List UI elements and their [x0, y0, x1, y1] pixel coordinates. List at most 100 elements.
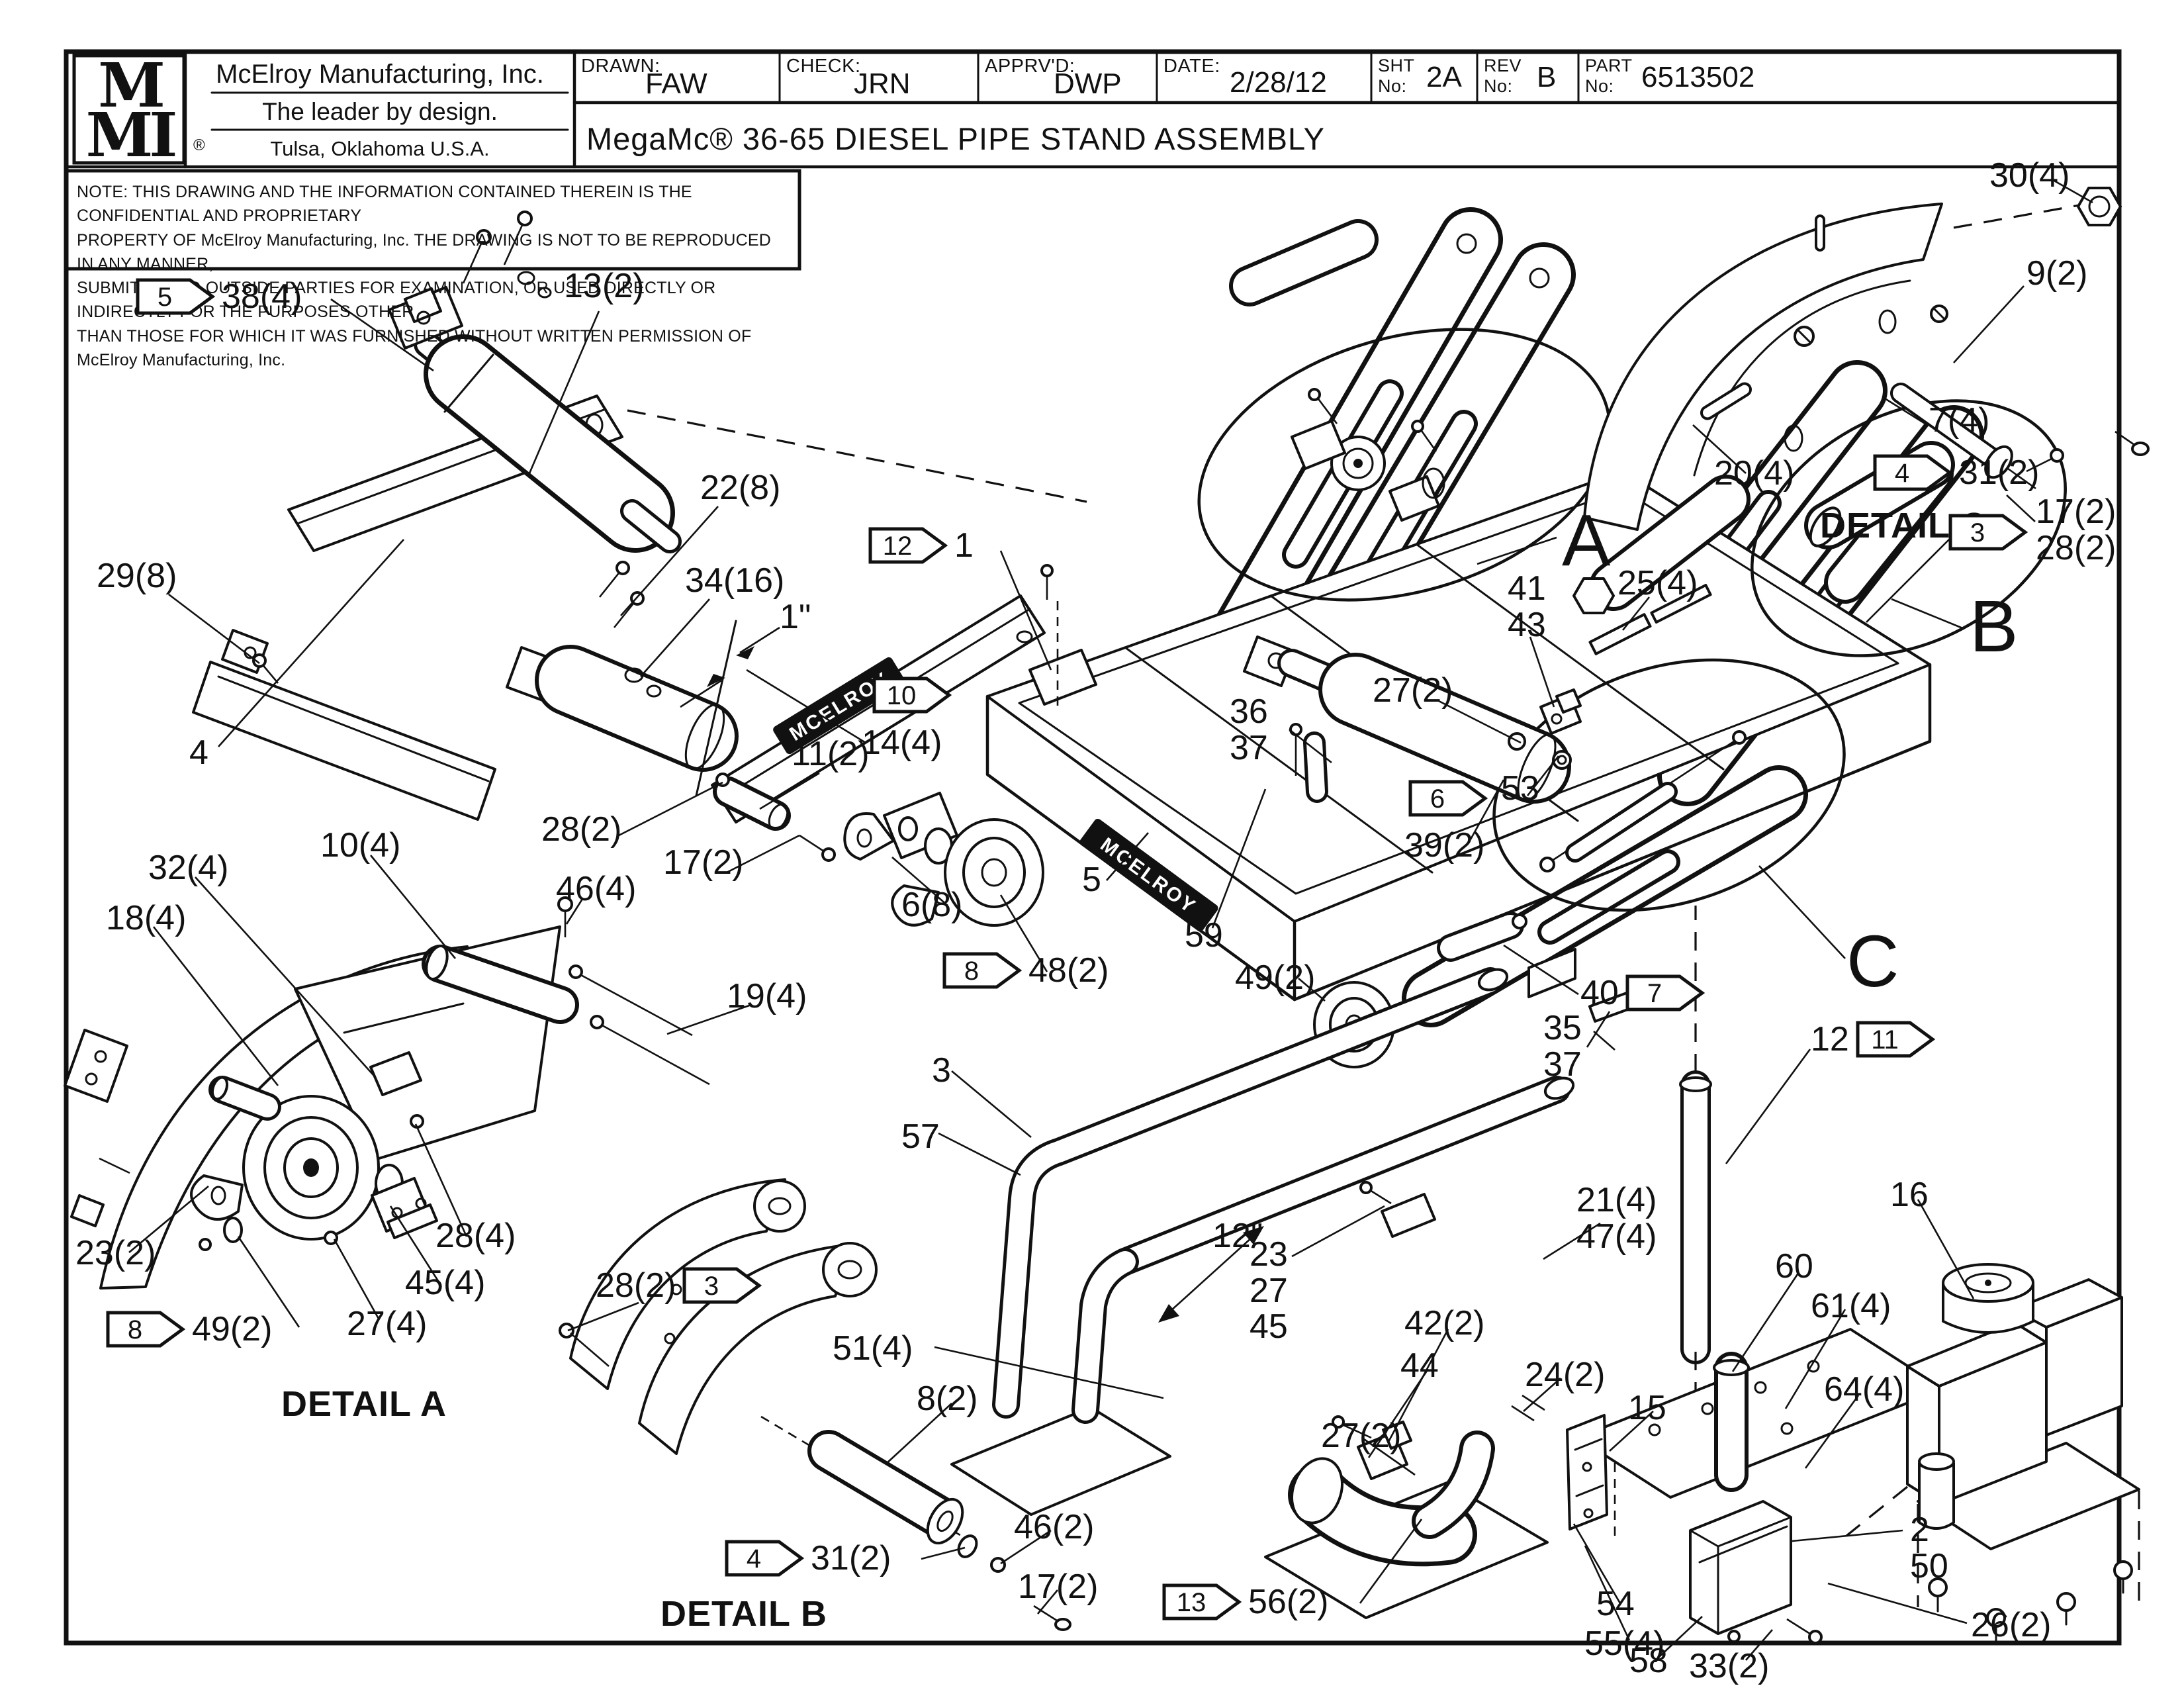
- callout-text: 31(2): [1959, 453, 2040, 492]
- callout-text: B: [1970, 586, 2019, 667]
- svg-text:12: 12: [883, 532, 913, 561]
- callout-text: 6(8): [901, 886, 963, 924]
- company-tagline: The leader by design.: [262, 98, 498, 125]
- callout-text: 22(8): [700, 469, 781, 507]
- leader-lines: [128, 179, 2093, 1661]
- callout-text: 3: [932, 1051, 951, 1090]
- callout-text: 17(2) 28(2): [2036, 492, 2116, 567]
- callout-6: 6: [1408, 780, 1488, 817]
- callout-24-2-: 24(2): [1525, 1357, 1605, 1393]
- callout-text: 31(2): [811, 1538, 891, 1577]
- drawn-value: FAW: [645, 68, 707, 100]
- sht-no-label: SHT No:: [1378, 56, 1415, 97]
- check-label: CHECK:: [786, 56, 861, 77]
- callout-3: 3: [1948, 514, 2028, 551]
- callout-17-2-: 17(2): [663, 845, 743, 881]
- item-flag-10: 10: [872, 677, 952, 714]
- callout-51-4-: 51(4): [833, 1331, 913, 1367]
- callout-text: 8(2): [917, 1380, 978, 1418]
- callout-57: 57: [901, 1119, 940, 1155]
- callout-text: DETAIL A: [281, 1384, 447, 1424]
- callout-41-43: 41 43: [1508, 571, 1546, 643]
- callout-22-8-: 22(8): [700, 470, 780, 506]
- callout-59: 59: [1185, 917, 1223, 954]
- callout-text: 15: [1628, 1389, 1666, 1427]
- apprvd-label: APPRV'D:: [985, 56, 1075, 77]
- callout-text: 55(4): [1584, 1624, 1665, 1663]
- callout-29-8-: 29(8): [97, 558, 177, 594]
- callout-text: 38(4): [222, 277, 302, 316]
- detail-b-assembly: [559, 1178, 1071, 1631]
- item-flag-13: 13: [1162, 1583, 1242, 1620]
- callout-16: 16: [1890, 1177, 1929, 1213]
- callout-36-37: 36 37: [1230, 694, 1268, 766]
- callout-text: 28(4): [435, 1217, 516, 1255]
- callout-text: 18(4): [106, 899, 187, 937]
- callout-text: 34(16): [685, 561, 785, 600]
- main-frame-assembly: [843, 207, 2067, 1068]
- callout-text: 45(4): [405, 1264, 486, 1302]
- callout-21-4-47-4-: 21(4) 47(4): [1576, 1182, 1657, 1254]
- callout-text: 56(2): [1248, 1582, 1329, 1621]
- drawn-label: DRAWN:: [581, 56, 660, 77]
- svg-text:7: 7: [1647, 979, 1662, 1008]
- detail-a-assembly: [64, 896, 710, 1289]
- callout-text: 29(8): [97, 557, 177, 595]
- callout-text: 46(2): [1014, 1508, 1095, 1546]
- callout-text: 60: [1775, 1247, 1813, 1286]
- callout-text: 12": [1212, 1217, 1263, 1255]
- callout-text: 1": [780, 598, 811, 636]
- callout-44: 44: [1400, 1348, 1439, 1384]
- callout-2-50: 2 50: [1910, 1512, 1948, 1584]
- detail-b-title: DETAIL B: [660, 1595, 827, 1633]
- callout-35-37: 35 37: [1543, 1010, 1582, 1082]
- callout-text: 32(4): [148, 849, 229, 887]
- item-flag-3: 3: [682, 1267, 762, 1304]
- svg-text:11: 11: [1871, 1025, 1899, 1055]
- section-a-label: A: [1562, 504, 1610, 577]
- callout-58: 58: [1629, 1643, 1668, 1679]
- callout-20-4-: 20(4): [1714, 455, 1794, 492]
- callout-text: 12: [1811, 1019, 1849, 1058]
- callout-28-2-: 28(2)3: [596, 1267, 762, 1304]
- callout-text: 2 50: [1910, 1511, 1948, 1585]
- callout-text: 5: [1082, 861, 1101, 899]
- item-flag-6: 6: [1408, 780, 1488, 817]
- item-flag-4: 4: [725, 1540, 804, 1577]
- callout-64-4-: 64(4): [1824, 1372, 1904, 1408]
- section-b-label: B: [1970, 590, 2018, 663]
- callout-text: 24(2): [1525, 1356, 1606, 1394]
- svg-text:8: 8: [128, 1315, 142, 1344]
- callout-11-2-: 11(2): [792, 736, 870, 773]
- callout-text: 4: [189, 733, 208, 772]
- pipe-guide-base-assembly: [950, 906, 1944, 1644]
- callout-text: 9(2): [2026, 254, 2088, 293]
- callout-61-4-: 61(4): [1811, 1288, 1891, 1325]
- logo-letter-m: M: [98, 50, 165, 121]
- detail-c-assembly: [1572, 187, 2150, 614]
- callout-26-2-: 26(2): [1971, 1607, 2051, 1644]
- callout-text: 28(2): [541, 810, 622, 849]
- callout-28-4-: 28(4): [435, 1218, 516, 1254]
- callout-25-4-: 25(4): [1617, 565, 1698, 602]
- callout-text: 26(2): [1971, 1606, 2052, 1644]
- detail-a-title: DETAIL A: [281, 1385, 447, 1423]
- callout-text: 51(4): [833, 1329, 913, 1368]
- proprietary-note: NOTE: THIS DRAWING AND THE INFORMATION C…: [77, 183, 772, 369]
- callout-1-: 1": [780, 599, 811, 635]
- callout-23-27-45: 23 27 45: [1250, 1237, 1288, 1345]
- callout-5: 5: [1082, 862, 1101, 898]
- item-flag-5: 5: [136, 278, 215, 315]
- item-flag-7: 7: [1625, 974, 1705, 1011]
- company-location: Tulsa, Oklahoma U.S.A.: [270, 137, 490, 160]
- callout-text: 42(2): [1404, 1304, 1485, 1342]
- callout-55-4-: 55(4): [1584, 1626, 1664, 1662]
- callout-text: 64(4): [1824, 1370, 1905, 1409]
- sht-no-value: 2A: [1426, 61, 1462, 93]
- callout-27-2-: 27(2): [1321, 1418, 1401, 1454]
- item-flag-3: 3: [1948, 514, 2028, 551]
